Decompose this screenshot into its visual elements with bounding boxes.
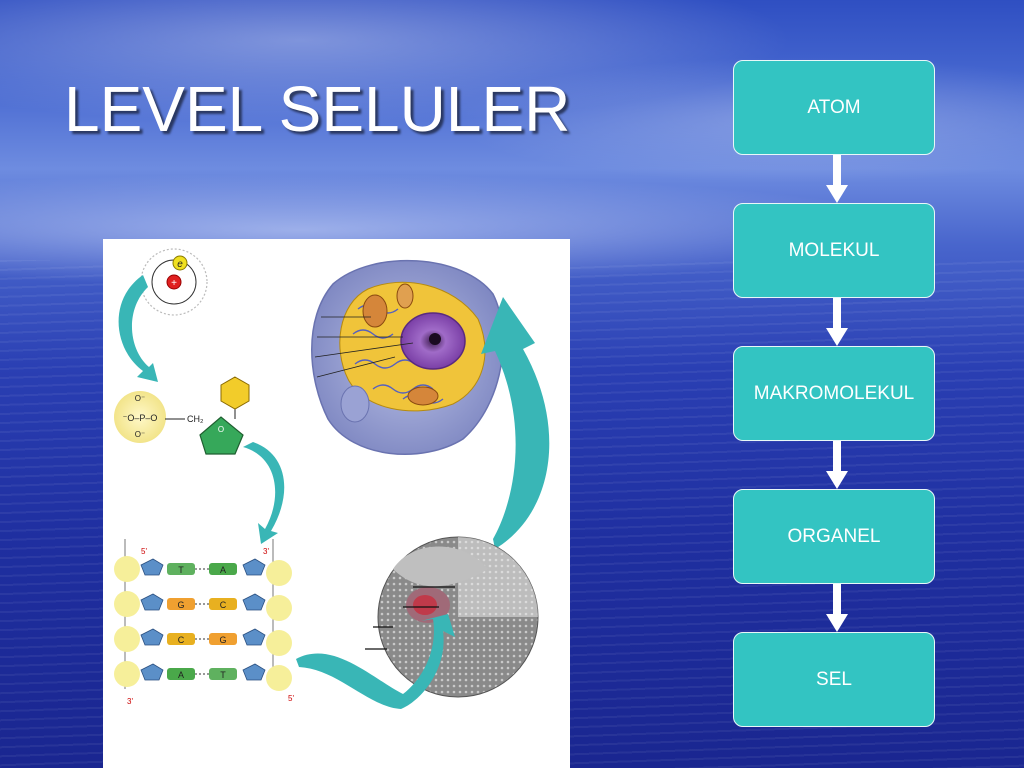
dna-base	[209, 598, 237, 610]
flow-arrow-down-icon	[826, 298, 848, 346]
flow-step-makromolekul: MAKROMOLEKUL	[733, 346, 935, 441]
dna-base-label: T	[220, 670, 226, 680]
dna-base-label: G	[219, 635, 226, 645]
dna-base-label: G	[177, 600, 184, 610]
dna-base-label: T	[178, 565, 184, 575]
dna-base-label: C	[220, 600, 227, 610]
nucleus-label: +	[171, 278, 177, 289]
curved-arrow-2	[243, 442, 285, 544]
atom-diagram: + e	[140, 248, 208, 316]
flow-step-organel: ORGANEL	[733, 489, 935, 584]
dna-base	[209, 668, 237, 680]
dna-end-4: 5'	[288, 694, 294, 703]
flow-arrow-down-icon	[826, 584, 848, 632]
phosphate-top: O⁻	[135, 394, 145, 403]
dna-base	[167, 598, 195, 610]
flow-step-atom: ATOM	[733, 60, 935, 155]
curved-arrow-1	[118, 275, 158, 382]
animal-cell-diagram	[311, 259, 504, 455]
dna-base-label: C	[178, 635, 185, 645]
sugar-link: CH₂	[187, 414, 204, 424]
phosphate-mid: ⁻O–P–O	[123, 413, 158, 423]
flow-step-sel: SEL	[733, 632, 935, 727]
slide-title: LEVEL SELULER	[64, 73, 571, 145]
curved-arrow-3	[481, 297, 550, 549]
electron-label: e	[177, 259, 183, 270]
dna-diagram: T A G C C G A T 5' 3' 3' 5'	[114, 539, 294, 706]
flow-arrow-down-icon	[826, 155, 848, 203]
dna-end-3: 3'	[127, 697, 133, 706]
dna-base-label: A	[178, 670, 184, 680]
dna-end-1: 5'	[141, 547, 147, 556]
curved-arrow-4	[296, 614, 455, 709]
flow-step-molekul: MOLEKUL	[733, 203, 935, 298]
dna-base	[167, 633, 195, 645]
flow-arrow-down-icon	[826, 441, 848, 489]
nucleotide-diagram: O⁻ ⁻O–P–O O⁻ CH₂ O	[114, 376, 250, 455]
ring-label: O	[218, 425, 224, 434]
dna-base	[167, 668, 195, 680]
dna-base-label: A	[220, 565, 226, 575]
dna-base	[209, 563, 237, 575]
dna-end-2: 3'	[263, 547, 269, 556]
dna-base	[167, 563, 195, 575]
dna-base	[209, 633, 237, 645]
phosphate-bot: O⁻	[135, 430, 145, 439]
organelle-diagram	[365, 536, 539, 698]
